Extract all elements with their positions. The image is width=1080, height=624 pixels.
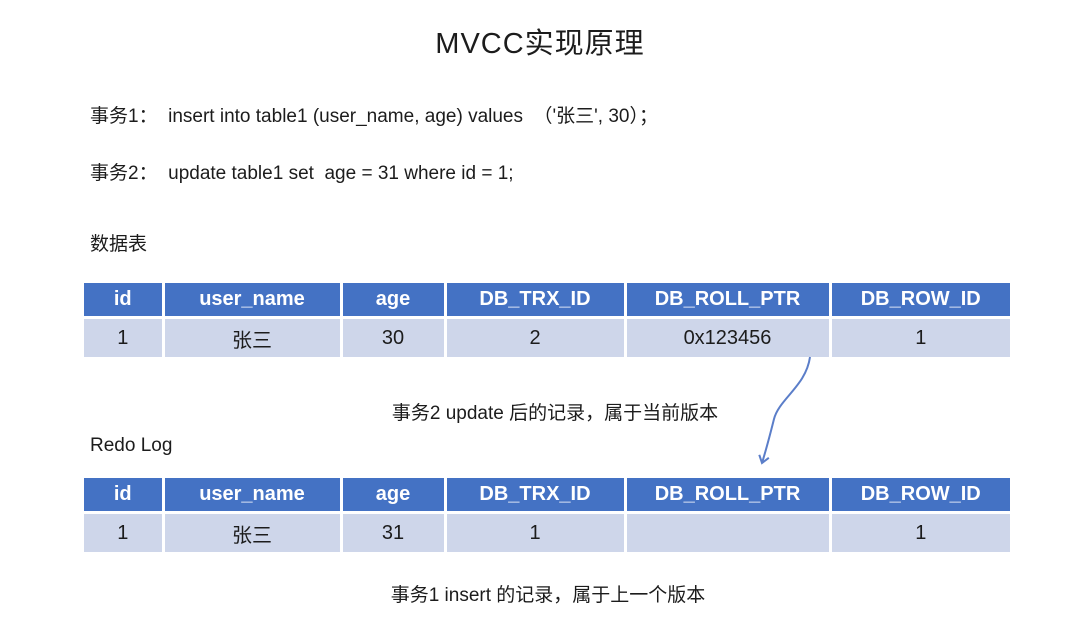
table-cell: 30 <box>339 317 445 357</box>
column-header: DB_ROLL_PTR <box>623 283 830 319</box>
table-cell: 1 <box>828 512 1010 552</box>
column-header: DB_ROW_ID <box>828 283 1010 319</box>
table-cell: 31 <box>339 512 445 552</box>
data-table-label: 数据表 <box>90 234 148 255</box>
column-header: id <box>84 478 163 514</box>
column-header: DB_ROW_ID <box>828 478 1010 514</box>
column-header: DB_TRX_ID <box>443 283 625 319</box>
transaction-2-statement: 事务2： update table1 set age = 31 where id… <box>90 163 514 184</box>
column-header: DB_TRX_ID <box>443 478 625 514</box>
column-header: user_name <box>161 283 341 319</box>
table-cell: 1 <box>84 317 163 357</box>
table-cell <box>623 512 830 552</box>
column-header: user_name <box>161 478 341 514</box>
table-cell: 张三 <box>161 512 341 552</box>
redo-log-label: Redo Log <box>90 435 173 456</box>
current-version-annotation: 事务2 update 后的记录，属于当前版本 <box>391 403 719 424</box>
column-header: age <box>339 478 445 514</box>
table-cell: 0x123456 <box>623 317 830 357</box>
column-header: age <box>339 283 445 319</box>
table-cell: 2 <box>443 317 625 357</box>
table-cell: 1 <box>828 317 1010 357</box>
previous-version-annotation: 事务1 insert 的记录，属于上一个版本 <box>390 585 706 606</box>
column-header: id <box>84 283 163 319</box>
column-header: DB_ROLL_PTR <box>623 478 830 514</box>
page-title: MVCC实现原理 <box>435 28 645 60</box>
table-cell: 1 <box>443 512 625 552</box>
table-cell: 张三 <box>161 317 341 357</box>
table-cell: 1 <box>84 512 163 552</box>
transaction-1-statement: 事务1： insert into table1 (user_name, age)… <box>90 106 658 127</box>
